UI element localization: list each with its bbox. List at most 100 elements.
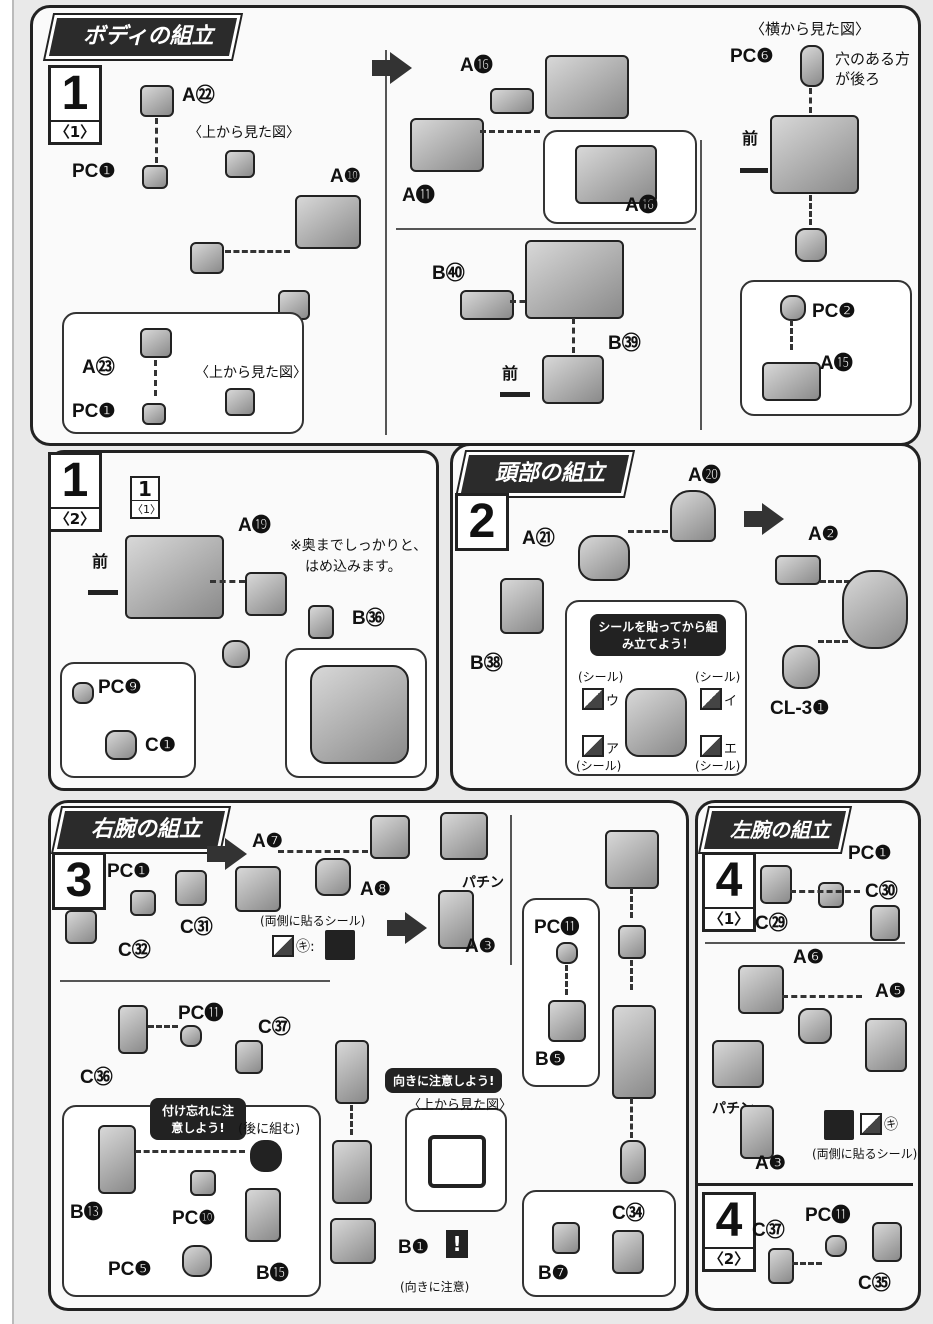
part-pc1	[130, 890, 156, 916]
label-a11: A⓫	[402, 185, 435, 206]
label-a5: A❺	[875, 981, 906, 1002]
assembly-line	[782, 995, 862, 998]
label-c31: C㉛	[180, 917, 213, 938]
assembly-line	[790, 890, 860, 893]
part-b15	[245, 1188, 281, 1242]
part-b1	[330, 1218, 376, 1264]
part-pc11-b	[180, 1025, 202, 1047]
label-pc11-b: PC⓫	[178, 1003, 224, 1024]
part-pc5	[182, 1245, 212, 1277]
front-label: 前	[92, 554, 109, 571]
label-b5: B❺	[535, 1049, 566, 1070]
step-number: 2	[468, 495, 496, 548]
part-pc6	[800, 45, 824, 87]
label-pc11: PC⓫	[805, 1205, 851, 1226]
seal-sticker-i	[700, 688, 722, 710]
label-a19: A⓳	[238, 515, 271, 536]
seal-mark-u: ウ	[606, 694, 620, 709]
side-view-note: 〈横から見た図〉	[750, 20, 871, 38]
top-view-note: 〈上から見た図〉	[188, 125, 300, 141]
warning-icon: !	[446, 1230, 468, 1258]
label-a7: A❼	[252, 831, 283, 852]
assembly-line	[628, 530, 668, 533]
part-hand-peg	[620, 1140, 646, 1184]
label-b7: B❼	[538, 1263, 569, 1284]
later-note: (後に組む)	[238, 1122, 301, 1137]
part-c36	[118, 1005, 148, 1054]
divider	[60, 980, 330, 982]
hole-note: 穴のある方	[835, 50, 911, 68]
assembly-line	[820, 580, 850, 583]
label-a2: A❷	[808, 524, 839, 545]
assembly-line	[155, 118, 158, 163]
part-pc2	[780, 295, 806, 321]
part-b7	[552, 1222, 580, 1254]
part-a10	[295, 195, 361, 249]
part-elbow	[315, 858, 351, 896]
label-pc6: PC❻	[730, 46, 774, 67]
ref-number: 1	[138, 477, 152, 501]
part-c37	[235, 1040, 263, 1074]
right-arm-title: 右腕の組立	[53, 808, 229, 852]
label-c1: C❶	[145, 735, 176, 756]
part-head-detail	[625, 688, 687, 757]
hole-note: が後ろ	[835, 70, 881, 88]
part-a15	[762, 362, 821, 401]
part-c37	[768, 1248, 794, 1284]
body-title-text: ボディの組立	[83, 24, 214, 49]
assembly-line	[565, 965, 568, 995]
part-forearm-b	[332, 1140, 372, 1204]
label-cl3: CL-3❶	[770, 698, 830, 719]
step-3-box: 3	[52, 852, 106, 910]
seal-note: (両側に貼るシール)	[260, 914, 366, 928]
label-c34: C㉞	[612, 1203, 645, 1224]
head-assembly-title: 頭部の組立	[457, 452, 633, 496]
part-top-view-square	[428, 1135, 486, 1188]
seal-mark-e: エ	[724, 742, 738, 757]
flow-arrow	[372, 52, 412, 84]
label-b36: B㊱	[352, 608, 385, 629]
seal-note: (両側に貼るシール)	[812, 1147, 918, 1161]
assembly-line	[510, 300, 535, 303]
seal-mark-ki: ㋖	[884, 1117, 898, 1133]
flow-arrow	[387, 912, 427, 944]
part-wrist	[335, 1040, 369, 1104]
front-label: 前	[502, 366, 519, 383]
step-4-1-box: 4 〈1〉	[702, 852, 756, 932]
assembly-line	[135, 1150, 245, 1153]
label-pc1: PC❶	[107, 861, 151, 882]
part-b36	[308, 605, 334, 639]
substep-label: 〈2〉	[51, 507, 99, 529]
ref-sub: 〈1〉	[132, 500, 161, 517]
divider	[705, 942, 905, 944]
label-pc10: PC❿	[172, 1208, 216, 1229]
part-pc11	[825, 1235, 847, 1257]
assembly-line	[630, 1098, 633, 1138]
seal-label: (シール)	[576, 759, 622, 773]
detail-box-b5	[522, 898, 600, 1087]
assembly-line	[148, 1025, 178, 1028]
part-b39	[542, 355, 604, 404]
label-a15: A⓯	[820, 353, 853, 374]
label-a23: A㉓	[82, 357, 115, 378]
part-c32	[65, 910, 97, 944]
front-arrow	[88, 590, 118, 595]
assembly-line	[630, 888, 633, 918]
label-b39: B㊴	[608, 333, 641, 354]
part-a21	[578, 535, 630, 581]
label-b15: B⓯	[256, 1263, 289, 1284]
part-b13	[98, 1125, 136, 1194]
assembly-line	[278, 850, 368, 853]
part-a20	[670, 490, 716, 542]
assembly-line	[154, 360, 157, 396]
part-a11	[410, 118, 484, 172]
part-pc10	[190, 1170, 216, 1196]
part-pc1	[818, 882, 844, 908]
part-head-assembled	[842, 570, 908, 649]
label-pc1-b: PC❶	[72, 401, 116, 422]
step-number: 1	[61, 67, 89, 120]
page-edge	[0, 0, 14, 1324]
part-peg-pc9	[222, 640, 250, 668]
part-b38	[500, 578, 544, 634]
step-reference-box: 1 〈1〉	[130, 476, 161, 519]
